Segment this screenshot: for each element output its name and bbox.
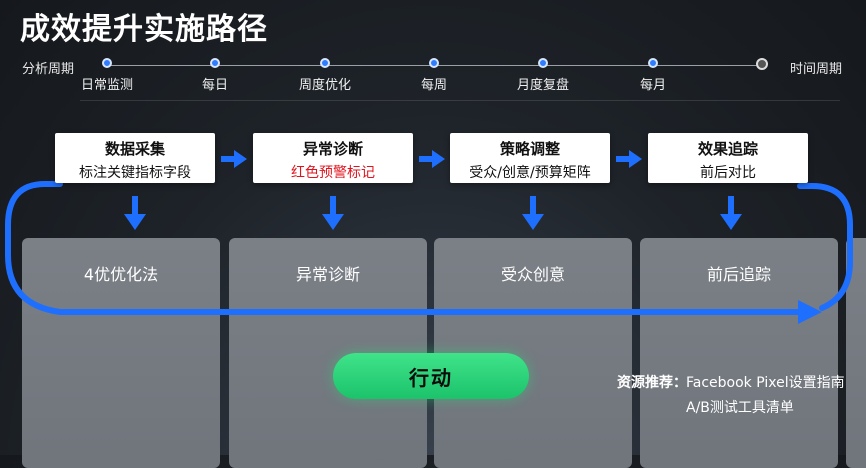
timeline-right-label: 时间周期 — [790, 62, 843, 77]
timeline-end-dot-icon — [756, 58, 768, 70]
timeline-node-daily-monitor: 日常监测 — [57, 58, 157, 93]
step-subtitle: 前后对比 — [700, 165, 756, 181]
arrow-right-icon — [221, 150, 247, 168]
page-title: 成效提升实施路径 — [20, 12, 268, 47]
column-title: 4优优化法 — [83, 265, 159, 284]
arrow-down-icon — [124, 196, 146, 230]
timeline-node-weekly-optimize: 周度优化 — [275, 58, 375, 93]
step-card-effect-tracking: 效果追踪 前后对比 — [648, 133, 808, 183]
timeline-left-label: 分析周期 — [22, 62, 75, 77]
timeline-dot-icon — [320, 58, 330, 68]
step-card-anomaly-diagnosis: 异常诊断 红色预警标记 — [253, 133, 413, 183]
column-tracking: 前后追踪 — [640, 238, 838, 468]
step-subtitle: 受众/创意/预算矩阵 — [469, 165, 591, 181]
step-title: 策略调整 — [499, 140, 560, 158]
timeline-node-label: 日常监测 — [80, 78, 133, 93]
timeline-node-weekly: 每周 — [384, 58, 484, 93]
arrow-right-icon — [419, 150, 445, 168]
column-title: 异常诊断 — [295, 265, 360, 284]
timeline-dot-icon — [102, 58, 112, 68]
arrow-right-icon — [616, 150, 642, 168]
timeline-node-monthly: 每月 — [603, 58, 703, 93]
step-title: 异常诊断 — [302, 140, 363, 158]
timeline-node-daily: 每日 — [165, 58, 265, 93]
arrow-down-icon — [322, 196, 344, 230]
resource-link-ab-test-tools[interactable]: A/B测试工具清单 — [686, 400, 794, 416]
step-title: 数据采集 — [104, 140, 165, 158]
column-partial — [846, 238, 866, 468]
column-title: 受众创意 — [500, 265, 565, 284]
step-subtitle-alert: 红色预警标记 — [291, 165, 375, 181]
timeline-dot-icon — [429, 58, 439, 68]
resources-label: 资源推荐： — [617, 375, 687, 391]
action-button[interactable]: 行动 — [333, 353, 529, 399]
step-card-strategy-adjust: 策略调整 受众/创意/预算矩阵 — [450, 133, 610, 183]
column-optimize: 4优优化法 — [22, 238, 220, 468]
step-title: 效果追踪 — [697, 140, 758, 158]
arrow-down-icon — [522, 196, 544, 230]
timeline-node-monthly-review: 月度复盘 — [493, 58, 593, 93]
timeline-node-end — [712, 58, 812, 70]
step-subtitle: 标注关键指标字段 — [79, 165, 191, 181]
timeline-node-label: 每周 — [420, 78, 447, 93]
timeline-node-label: 每月 — [639, 78, 666, 93]
resource-link-pixel-guide[interactable]: Facebook Pixel设置指南 — [686, 375, 845, 391]
timeline-divider — [80, 100, 840, 101]
timeline-dot-icon — [648, 58, 658, 68]
timeline-node-label: 月度复盘 — [516, 78, 569, 93]
column-title: 前后追踪 — [706, 265, 771, 284]
timeline-dot-icon — [210, 58, 220, 68]
arrow-down-icon — [720, 196, 742, 230]
step-card-data-collection: 数据采集 标注关键指标字段 — [55, 133, 215, 183]
timeline-node-label: 每日 — [201, 78, 228, 93]
timeline-dot-icon — [538, 58, 548, 68]
timeline-node-label: 周度优化 — [298, 78, 351, 93]
